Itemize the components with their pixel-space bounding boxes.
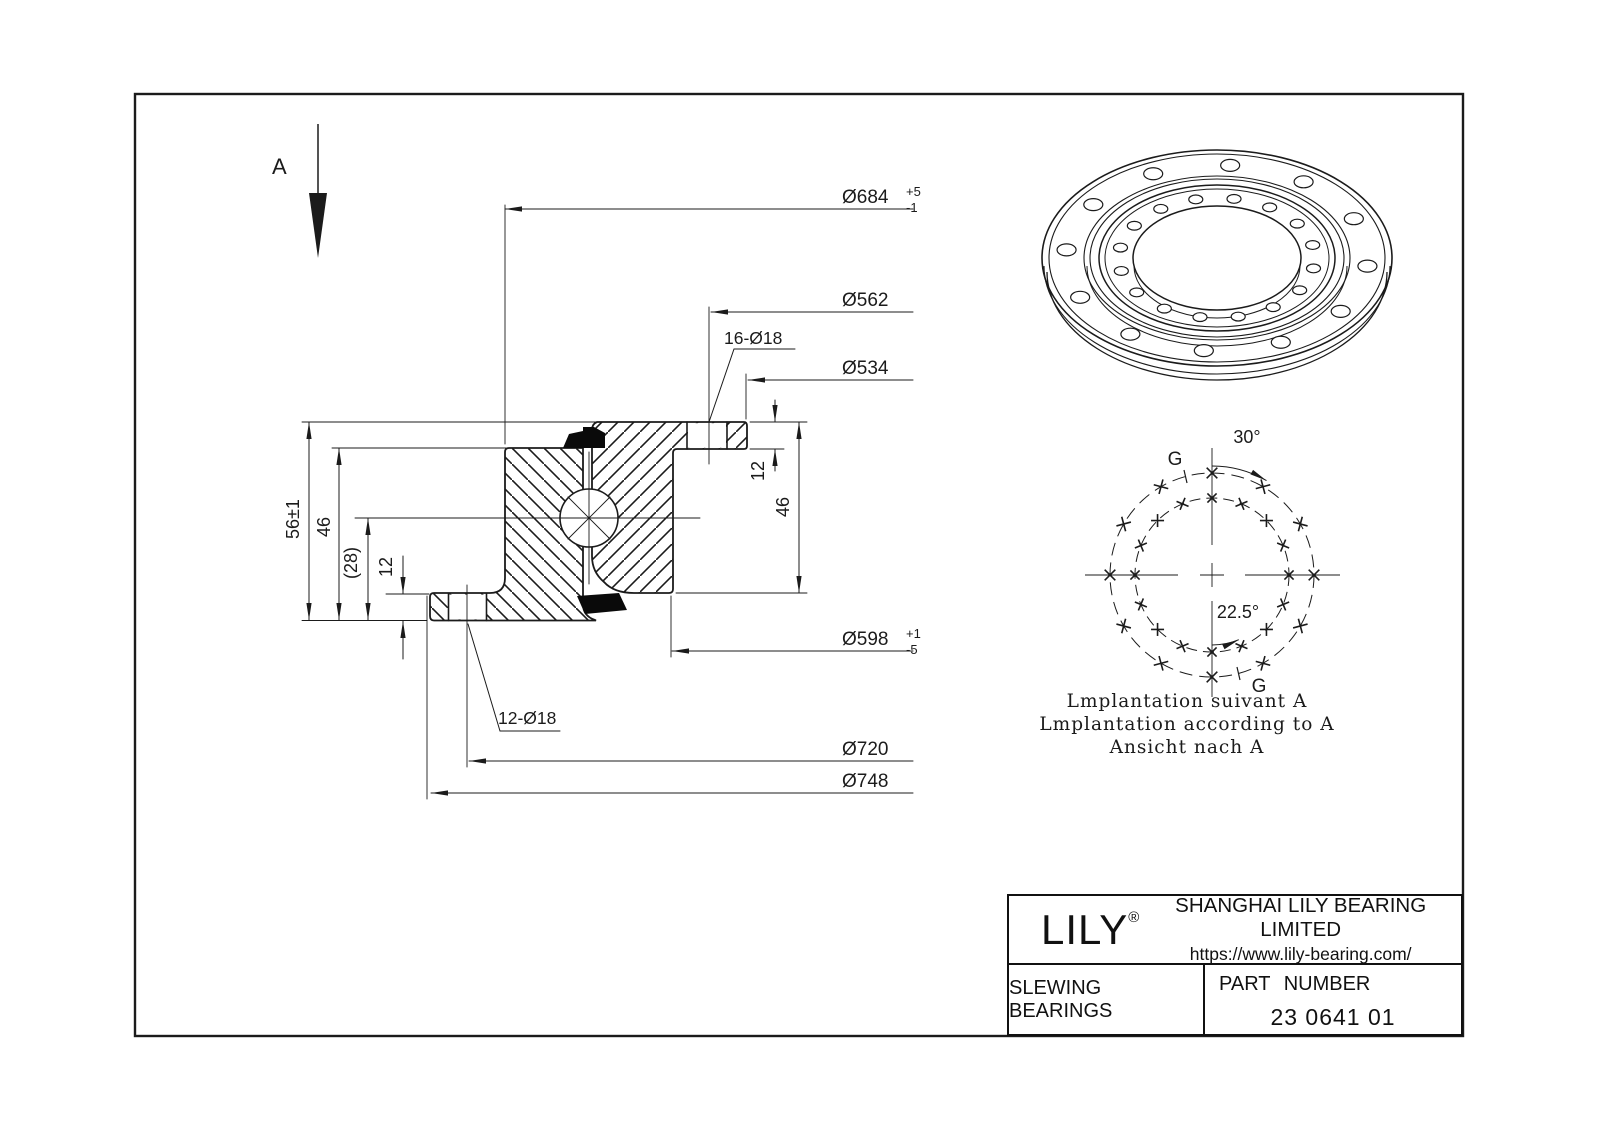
drawing-frame [133, 92, 1465, 1038]
caption-german: Ansicht nach A [1109, 737, 1265, 758]
bolt-pattern-diagram [1085, 448, 1340, 697]
dim-598-tol-dn: -5 [906, 642, 918, 657]
dim-12-left-label: 12 [376, 557, 396, 577]
brand-logo: LILY® [1041, 905, 1141, 953]
company-info: SHANGHAI LILY BEARING LIMITED https://ww… [1140, 894, 1461, 965]
section-view [301, 204, 914, 800]
caption-french: Lmplantation suivant A [1067, 691, 1308, 712]
centerlines [354, 451, 701, 585]
dim-28-label: (28) [341, 547, 361, 579]
dim-684-tol-dn: -1 [906, 200, 918, 215]
dim-562-label: Ø562 [842, 290, 888, 311]
part-number-label: PART NUMBER [1219, 973, 1371, 995]
holes-top-label: 16-Ø18 [724, 328, 782, 348]
view-direction-arrow [309, 124, 327, 258]
part-number-value: 23 0641 01 [1270, 1004, 1396, 1030]
dim-46-right-label: 46 [773, 497, 793, 517]
extension-lines [301, 204, 808, 800]
part-number-cell: PART NUMBER 23 0641 01 [1203, 965, 1461, 1034]
dim-684-tol-up: +5 [906, 184, 921, 199]
title-block-header: LILY® SHANGHAI LILY BEARING LIMITED http… [1009, 894, 1461, 965]
seals [563, 427, 627, 614]
bolt-diagram-labels: 30° 22.5° G G [1168, 427, 1267, 697]
g-upper-label: G [1168, 449, 1183, 470]
dim-720-label: Ø720 [842, 739, 888, 760]
dim-684-label: Ø684 [842, 187, 889, 208]
product-category: SLEWING BEARINGS [1009, 976, 1113, 1022]
g-lower-label: G [1252, 676, 1267, 697]
angle-outer-label: 30° [1233, 427, 1260, 447]
dim-12-right-label: 12 [748, 461, 768, 481]
caption-english: Lmplantation according to A [1039, 714, 1334, 735]
leader-lines [467, 348, 796, 732]
implantation-caption: Lmplantation suivant A Lmplantation acco… [1039, 691, 1334, 758]
view-a-label: A [272, 154, 287, 179]
isometric-view [1041, 149, 1393, 381]
dim-748-label: Ø748 [842, 771, 888, 792]
angle-inner-label: 22.5° [1217, 602, 1259, 622]
company-name: SHANGHAI LILY BEARING LIMITED [1175, 894, 1427, 941]
dim-56-label: 56±1 [283, 499, 303, 539]
holes-bottom-label: 12-Ø18 [498, 708, 556, 728]
dim-46-left-label: 46 [314, 517, 334, 537]
dim-598-label: Ø598 [842, 629, 888, 650]
company-website: https://www.lily-bearing.com/ [1189, 944, 1412, 964]
title-block-body: SLEWING BEARINGS PART NUMBER 23 0641 01 [1009, 963, 1461, 1034]
section-dimension-labels: Ø684 +5 -1 Ø562 Ø534 16-Ø18 Ø598 +1 -5 Ø… [283, 184, 921, 792]
title-block: LILY® SHANGHAI LILY BEARING LIMITED http… [1007, 894, 1463, 1036]
dimension-lines [306, 206, 914, 796]
dim-534-label: Ø534 [842, 358, 889, 379]
dim-598-tol-up: +1 [906, 626, 921, 641]
brand-text: LILY [1041, 905, 1129, 953]
registered-mark: ® [1128, 908, 1141, 926]
outer-ring-section [591, 421, 748, 594]
